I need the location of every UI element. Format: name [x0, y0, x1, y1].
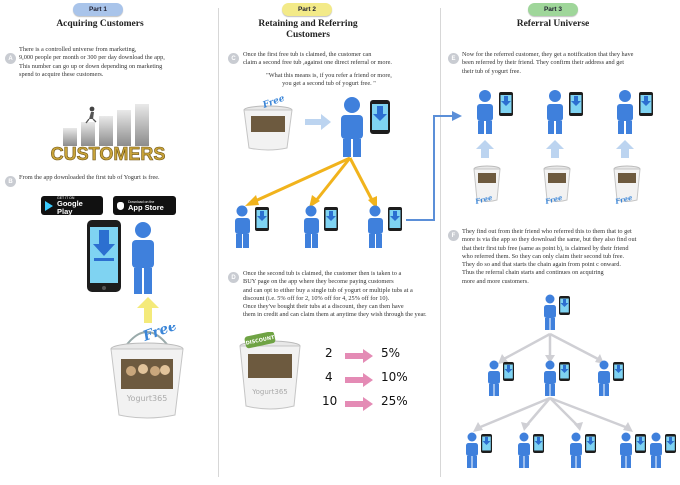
step-f-text: They find out from their friend who refe…	[462, 228, 637, 285]
customers-growth-logo: CUSTOMERS	[50, 104, 166, 164]
step-d-marker: D	[228, 272, 239, 283]
step-e-text: Now for the referred customer, they get …	[462, 51, 634, 75]
offer-arrow-2	[345, 373, 373, 387]
customers-logo-text: CUSTOMERS	[51, 144, 166, 164]
step-f-marker: F	[448, 230, 459, 241]
tub-free-text: Free	[140, 325, 179, 345]
offer-pct-3: 25%	[381, 394, 408, 408]
referral-tree	[466, 294, 676, 468]
google-play-small-text: GET IT ON	[57, 195, 75, 200]
referred-person-2	[304, 205, 338, 248]
step-e-marker: E	[448, 53, 459, 64]
apple-icon	[117, 201, 124, 210]
part-1-title: Acquiring Customers	[56, 19, 144, 29]
offer-arrow-1	[345, 349, 373, 363]
referred-customers-row: Free Free Free	[473, 90, 653, 206]
up-arrow	[137, 297, 159, 323]
referred-tub-free-text-2: Free	[543, 193, 564, 206]
referred-person-1	[235, 205, 269, 248]
step-b-text: From the app downloaded the first tub of…	[19, 174, 160, 181]
part-3-pill: Part 3	[528, 3, 578, 16]
tub-brand-text: Yogurt365	[126, 394, 168, 403]
offer-arrow-3	[345, 397, 373, 411]
part-2-title: Retaining and Referring Customers	[258, 19, 358, 40]
google-play-icon	[45, 200, 53, 211]
column-divider-left	[218, 8, 219, 477]
part-2-pill: Part 2	[282, 3, 332, 16]
app-store-label: App Store	[128, 202, 164, 212]
referral-arrows	[245, 156, 377, 209]
offer-pct-2: 10%	[381, 370, 408, 384]
offer-qty-3: 10	[322, 394, 338, 408]
offer-qty-1: 2	[325, 346, 333, 360]
phone-download-icon	[373, 106, 387, 121]
right-arrow	[305, 114, 331, 130]
part-3-title: Referral Universe	[516, 19, 590, 29]
discount-yogurt-tub: Yogurt365 DISCOUNT	[239, 332, 301, 410]
phone-download-illustration	[87, 220, 154, 294]
app-store-small-text: Download on the	[128, 199, 155, 204]
offer-qty-2: 4	[325, 370, 333, 384]
referred-tub-free-text-1: Free	[473, 193, 494, 206]
step-c-quote: "What this means is, if you refer a frie…	[266, 72, 392, 88]
step-a-marker: A	[5, 53, 16, 64]
google-play-label: Google Play	[57, 198, 83, 216]
offer-pct-1: 5%	[381, 346, 401, 360]
part-1-pill: Part 1	[73, 3, 123, 16]
free-tub-small: Free	[243, 96, 293, 151]
step-c-marker: C	[228, 53, 239, 64]
step-b-marker: B	[5, 176, 16, 187]
download-arrow-icon	[93, 230, 115, 256]
referred-tub-free-text-3: Free	[613, 193, 634, 206]
discount-tub-brand-text: Yogurt365	[251, 388, 288, 396]
step-d-text: Once the second tub is claimed, the cust…	[243, 270, 427, 319]
step-c-text: Once the first free tub is claimed, the …	[243, 51, 392, 67]
column-divider-right	[440, 8, 441, 477]
step-a-text: There is a controlled universe from mark…	[19, 46, 165, 78]
connector-arrow	[406, 111, 462, 221]
free-yogurt-tub: Yogurt365 Free	[110, 325, 184, 419]
referrer-person	[341, 97, 390, 157]
referred-person-3	[368, 205, 402, 248]
